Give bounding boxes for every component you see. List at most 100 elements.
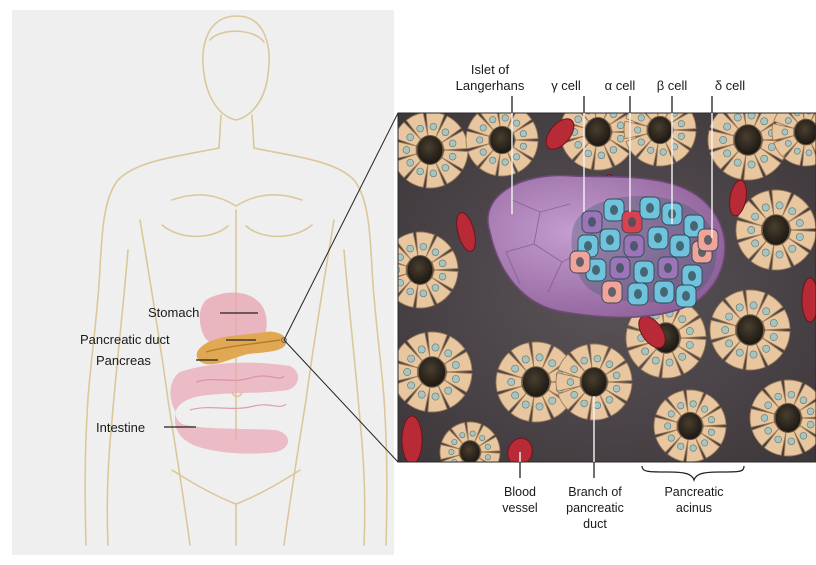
acinar-nucleus (678, 133, 684, 139)
acinar-nucleus (606, 396, 613, 403)
acinar-nucleus (418, 346, 425, 353)
acinar-nucleus (664, 423, 670, 429)
acinar-nucleus (512, 365, 519, 372)
blood-vessel (802, 278, 816, 322)
label-intestine: Intestine (96, 420, 145, 435)
label-islet-line2: Langerhans (456, 78, 525, 93)
acinar-nucleus (752, 213, 759, 220)
cell-nucleus (640, 267, 648, 277)
acinar-nucleus (724, 123, 731, 130)
acinus-lumen (648, 116, 672, 143)
acinar-nucleus (726, 340, 733, 347)
acinar-nucleus (761, 415, 768, 422)
acinar-nucleus (610, 146, 617, 153)
acinus-lumen (678, 412, 702, 439)
acinar-nucleus (690, 401, 696, 407)
acinar-nucleus (750, 351, 757, 358)
acinar-nucleus (430, 170, 437, 177)
label-gamma-cell: γ cell (551, 78, 581, 93)
acinar-nucleus (762, 249, 769, 256)
acinar-nucleus (575, 141, 582, 148)
acinus-lumen (762, 215, 789, 245)
acinar-nucleus (763, 308, 770, 315)
acinar-nucleus (724, 150, 731, 157)
acinar-cell (467, 462, 481, 482)
label-islet-line1: Islet of (471, 62, 510, 77)
acinar-nucleus (788, 391, 795, 398)
acinar-nucleus (606, 361, 613, 368)
acinus-lumen (581, 368, 607, 397)
label-acinus-line2: acinus (676, 501, 712, 515)
acinar-nucleus (785, 118, 791, 124)
acinar-nucleus (761, 118, 768, 125)
acinus-lumen (734, 125, 761, 155)
acinar-nucleus (594, 355, 601, 362)
acinar-nucleus (449, 140, 456, 147)
acinar-nucleus (720, 136, 727, 143)
acinar-nucleus (460, 466, 465, 471)
acinar-nucleus (549, 360, 556, 367)
acinar-nucleus (442, 164, 449, 171)
cell-nucleus (630, 241, 638, 251)
cell-nucleus (704, 235, 712, 245)
acinar-nucleus (480, 149, 486, 155)
acinar-nucleus (536, 354, 543, 361)
acinar-nucleus (432, 344, 439, 351)
acinar-nucleus (489, 157, 495, 163)
label-pancreatic-duct: Pancreatic duct (80, 332, 170, 347)
cell-nucleus (664, 263, 672, 273)
label-acinus-line1: Pancreatic (664, 485, 723, 499)
acinar-nucleus (770, 333, 777, 340)
cell-nucleus (606, 235, 614, 245)
acinar-nucleus (789, 208, 796, 215)
acinar-nucleus (761, 155, 768, 162)
acinar-nucleus (775, 436, 782, 443)
acinus-lumen (460, 441, 480, 464)
label-pancreas: Pancreas (96, 353, 151, 368)
acinar-nucleus (449, 153, 456, 160)
cell-nucleus (690, 221, 698, 231)
acinar-nucleus (439, 273, 446, 280)
acinar-nucleus (701, 406, 707, 412)
islet-cell-cluster (570, 196, 718, 307)
acinar-nucleus (610, 111, 617, 118)
acinar-nucleus (807, 421, 814, 428)
cell-nucleus (682, 291, 690, 301)
acinar-nucleus (522, 356, 529, 363)
cell-nucleus (660, 287, 668, 297)
acinar-nucleus (536, 403, 543, 410)
acinar-nucleus (647, 147, 653, 153)
acinar-nucleus (765, 402, 772, 409)
acinar-nucleus (660, 105, 666, 111)
acinar-nucleus (452, 439, 457, 444)
acinar-nucleus (445, 350, 452, 357)
acinus-lumen (794, 119, 816, 145)
acinar-nucleus (407, 245, 414, 252)
acinar-nucleus (638, 115, 644, 121)
acinar-nucleus (417, 125, 424, 132)
acinar-nucleus (442, 129, 449, 136)
acinar-nucleus (678, 120, 684, 126)
acinar-nucleus (796, 219, 803, 226)
acinar-nucleus (789, 245, 796, 252)
cell-nucleus (646, 203, 654, 213)
cell-nucleus (688, 271, 696, 281)
cell-nucleus (584, 241, 592, 251)
acinus-lumen (522, 367, 549, 397)
cell-nucleus (608, 287, 616, 297)
acinar-nucleus (776, 202, 783, 209)
acinar-nucleus (770, 319, 777, 326)
label-blood-line1: Blood (504, 485, 536, 499)
cell-nucleus (588, 217, 596, 227)
detail-labels-bottom: Blood vessel Branch of pancreatic duct P… (502, 485, 723, 531)
acinar-nucleus (666, 359, 673, 366)
acinar-nucleus (470, 468, 475, 473)
acinar-nucleus (794, 148, 800, 154)
acinar-nucleus (476, 137, 482, 143)
acinar-nucleus (485, 444, 490, 449)
label-branch-line2: pancreatic (566, 501, 624, 515)
acinar-nucleus (617, 122, 624, 129)
label-branch-line1: Branch of (568, 485, 622, 499)
acinar-nucleus (776, 251, 783, 258)
acinar-nucleus (404, 368, 411, 375)
